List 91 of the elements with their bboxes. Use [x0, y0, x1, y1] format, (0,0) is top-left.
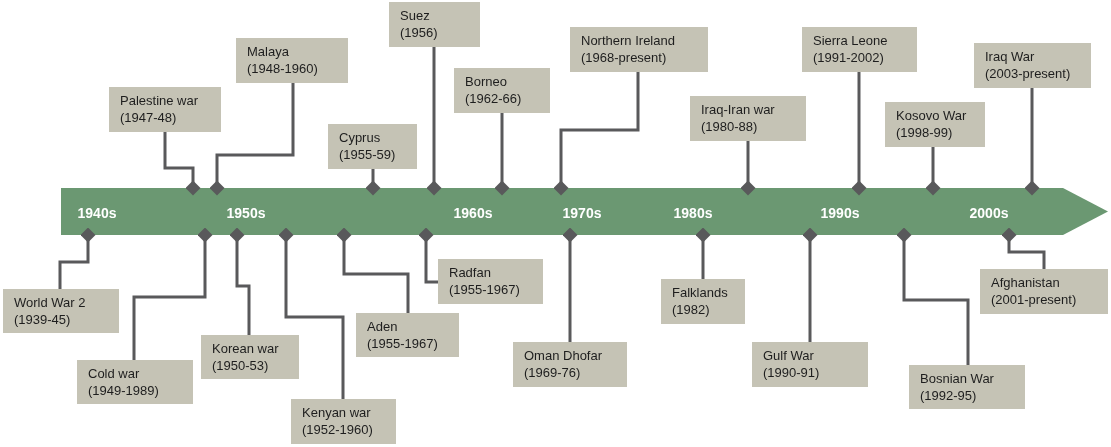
leader-line [58, 227, 96, 289]
event-name: Afghanistan [991, 274, 1060, 291]
event-dates: (1962-66) [465, 90, 522, 107]
event-box [109, 87, 221, 132]
event-box [201, 335, 299, 379]
event-box [570, 27, 708, 72]
leader-line [1001, 227, 1046, 269]
event-dates: (1950-53) [212, 357, 269, 374]
event-box [328, 124, 417, 169]
event-box [802, 27, 917, 72]
event-box [974, 43, 1091, 88]
event-dates: (1969-76) [524, 364, 581, 381]
event-name: Radfan [449, 264, 491, 281]
leader-line [925, 147, 941, 196]
leader-line [229, 227, 251, 335]
event-dates: (1990-91) [763, 364, 820, 381]
event-dates: (1956) [400, 24, 438, 41]
event-box [3, 289, 119, 333]
leader-line [336, 227, 410, 313]
event-name: Aden [367, 318, 398, 335]
leader-line [418, 227, 438, 284]
event-box [909, 365, 1025, 409]
event-box [661, 279, 745, 324]
event-dates: (1955-1967) [367, 335, 438, 352]
event-dates: (2003-present) [985, 65, 1071, 82]
event-name: Oman Dhofar [524, 347, 603, 364]
event-name: Bosnian War [920, 370, 994, 387]
decade-label: 1990s [820, 204, 860, 221]
event-dates: (1980-88) [701, 118, 758, 135]
event-dates: (1948-1960) [247, 60, 318, 77]
leader-line [494, 113, 510, 196]
event-name: Korean war [212, 340, 279, 357]
event-dates: (2001-present) [991, 291, 1077, 308]
event-name: Iraq-Iran war [701, 101, 775, 118]
event-dates: (1949-1989) [88, 382, 159, 399]
event-box [77, 360, 193, 404]
decade-label: 1980s [673, 204, 713, 221]
leader-line [426, 47, 442, 196]
event-name: Malaya [247, 43, 289, 60]
leader-line [553, 72, 640, 196]
event-box [690, 96, 806, 141]
decade-label: 2000s [969, 204, 1009, 221]
decade-label: 1950s [226, 204, 266, 221]
event-name: Northern Ireland [581, 32, 675, 49]
event-name: World War 2 [14, 294, 86, 311]
event-name: Cyprus [339, 129, 381, 146]
leader-line [740, 141, 756, 196]
decade-label: 1970s [562, 204, 602, 221]
leader-line [163, 132, 201, 196]
event-dates: (1939-45) [14, 311, 71, 328]
event-name: Suez [400, 7, 430, 24]
event-dates: (1982) [672, 301, 710, 318]
event-name: Kenyan war [302, 404, 371, 421]
event-box [454, 68, 550, 113]
leader-line [851, 72, 867, 196]
event-box [291, 399, 396, 444]
event-box [885, 102, 985, 147]
leader-line [132, 227, 213, 360]
leader-line [896, 227, 970, 365]
event-box [236, 38, 348, 83]
event-dates: (1955-1967) [449, 281, 520, 298]
event-dates: (1955-59) [339, 146, 396, 163]
decade-label: 1960s [453, 204, 493, 221]
event-name: Cold war [88, 365, 140, 382]
event-box [356, 313, 459, 357]
leader-line [278, 227, 345, 399]
event-box [752, 342, 868, 387]
event-box [513, 342, 627, 387]
event-dates: (1952-1960) [302, 421, 373, 438]
event-name: Sierra Leone [813, 32, 888, 49]
event-dates: (1947-48) [120, 109, 177, 126]
event-name: Kosovo War [896, 107, 967, 124]
leader-line [1024, 88, 1040, 196]
leader-line [562, 227, 578, 342]
event-name: Borneo [465, 73, 507, 90]
event-dates: (1998-99) [896, 124, 953, 141]
event-name: Gulf War [763, 347, 814, 364]
event-name: Palestine war [120, 92, 199, 109]
event-name: Falklands [672, 284, 728, 301]
event-dates: (1991-2002) [813, 49, 884, 66]
event-name: Iraq War [985, 48, 1035, 65]
event-box [438, 259, 543, 304]
decade-label: 1940s [77, 204, 117, 221]
event-dates: (1968-present) [581, 49, 667, 66]
leader-line [365, 169, 381, 196]
event-dates: (1992-95) [920, 387, 977, 404]
leader-line [209, 83, 295, 196]
leader-line [695, 227, 711, 279]
event-box [980, 269, 1108, 314]
event-box [389, 2, 480, 47]
leader-line [802, 227, 818, 342]
